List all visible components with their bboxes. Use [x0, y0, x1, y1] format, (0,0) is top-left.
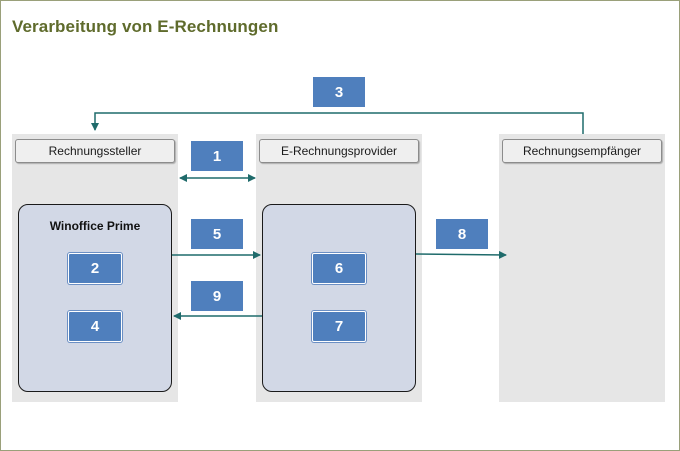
header-rechnungssteller: Rechnungssteller	[15, 139, 175, 163]
column-receiver	[499, 134, 665, 402]
step-6-box: 6	[312, 253, 366, 284]
arrow-receiver-to-sender	[91, 112, 584, 134]
system-winoffice-prime-label: Winoffice Prime	[49, 219, 141, 233]
step-2-box: 2	[68, 253, 122, 284]
diagram-title: Verarbeitung von E-Rechnungen	[12, 17, 279, 36]
step-5-box: 5	[191, 219, 243, 249]
header-rechnungsempfaenger: Rechnungsempfänger	[502, 139, 662, 163]
step-7-box: 7	[312, 311, 366, 342]
system-winoffice-prime: Winoffice Prime	[18, 204, 172, 392]
step-9-box: 9	[191, 281, 243, 311]
step-1-box: 1	[191, 141, 243, 171]
system-e-rechnungsprovider	[262, 204, 416, 392]
header-e-rechnungsprovider: E-Rechnungsprovider	[259, 139, 419, 163]
step-3-box: 3	[313, 77, 365, 107]
step-8-box: 8	[436, 219, 488, 249]
step-4-box: 4	[68, 311, 122, 342]
arrow-provider-to-receiver	[415, 250, 507, 259]
